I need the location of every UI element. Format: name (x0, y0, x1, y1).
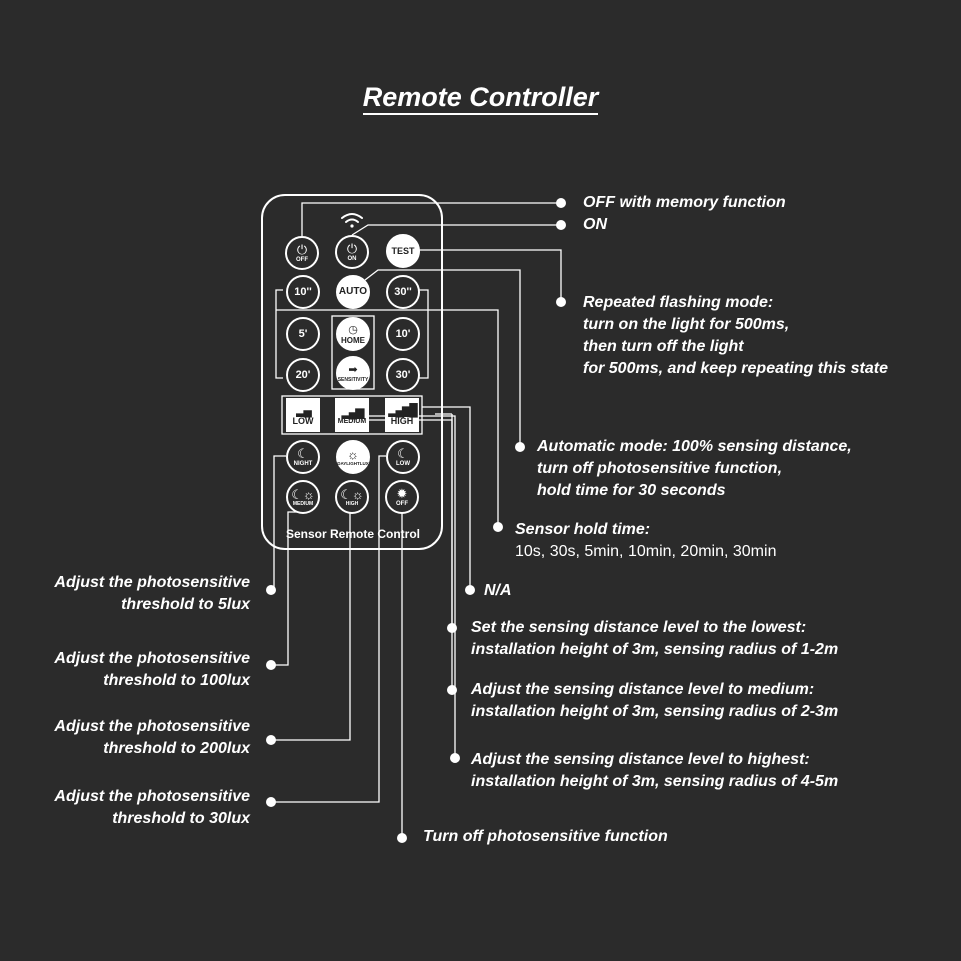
hold-10s-button[interactable]: 10'' (286, 275, 320, 309)
moon-icon: ☾ (397, 446, 409, 461)
hold-10min-button[interactable]: 10' (386, 317, 420, 351)
lux-low-button[interactable]: ☾ LOW (386, 440, 420, 474)
test-button[interactable]: TEST (386, 234, 420, 268)
annotation-medium: Adjust the sensing distance level to med… (471, 681, 839, 720)
sensitivity-button[interactable]: ➡ SENSITIVITY (336, 356, 370, 390)
high-distance-button[interactable]: ▂▄▆█ HIGH (385, 398, 419, 432)
annotation-low: Set the sensing distance level to the lo… (471, 619, 839, 658)
signal-bars-icon: ▂▄▆ (341, 404, 365, 419)
moon-icon: ☾ (297, 446, 309, 461)
arrow-right-icon: ➡ (348, 363, 358, 376)
sun-icon: ✹ (396, 486, 408, 501)
on-button[interactable]: ⏻ ON (335, 235, 369, 269)
moon-sun-icon: ☾☼ (291, 486, 315, 502)
hold-30min-button[interactable]: 30' (386, 358, 420, 392)
annotation-flashing: Repeated flashing mode: turn on the ligh… (583, 294, 888, 377)
sun-icon: ☼ (347, 446, 359, 462)
remote-body (261, 194, 443, 550)
clock-icon: ◷ (348, 323, 358, 336)
annotation-off-memory: OFF with memory function (583, 194, 786, 211)
low-distance-button[interactable]: ▂▄ LOW (286, 398, 320, 432)
annotation-auto: Automatic mode: 100% sensing distance, t… (537, 438, 852, 499)
annotation-high: Adjust the sensing distance level to hig… (471, 751, 839, 790)
wireless-signal-icon (341, 213, 363, 228)
signal-bars-icon: ▂▄ (296, 403, 312, 417)
auto-button[interactable]: AUTO (336, 275, 370, 309)
page-title: Remote Controller (0, 82, 961, 115)
hold-5min-button[interactable]: 5' (286, 317, 320, 351)
power-icon: ⏻ (346, 241, 358, 256)
night-button[interactable]: ☾ NIGHT (286, 440, 320, 474)
power-icon: ⏻ (296, 242, 308, 257)
lux-off-button[interactable]: ✹ OFF (385, 480, 419, 514)
hold-30s-button[interactable]: 30'' (386, 275, 420, 309)
daylight-button[interactable]: ☼ DAYLIGHTLUX (336, 440, 370, 474)
annotation-lux100: Adjust the photosensitive threshold to 1… (54, 650, 250, 689)
lux-medium-button[interactable]: ☾☼ MEDIUM (286, 480, 320, 514)
medium-distance-button[interactable]: ▂▄▆ MEDIUM (335, 398, 369, 432)
signal-bars-icon: ▂▄▆█ (388, 403, 418, 417)
remote-label: Sensor Remote Control (285, 527, 420, 541)
hold-20min-button[interactable]: 20' (286, 358, 320, 392)
annotation-lux200: Adjust the photosensitive threshold to 2… (54, 718, 250, 757)
annotation-lux5: Adjust the photosensitive threshold to 5… (54, 574, 250, 613)
home-button[interactable]: ◷ HOME (336, 317, 370, 351)
annotation-lux30: Adjust the photosensitive threshold to 3… (54, 788, 250, 827)
off-button[interactable]: ⏻ OFF (285, 236, 319, 270)
annotation-on: ON (583, 216, 607, 233)
moon-sun-icon: ☾☼ (340, 486, 364, 502)
annotation-photo-off: Turn off photosensitive function (423, 828, 668, 845)
annotation-hold-time: Sensor hold time: 10s, 30s, 5min, 10min,… (515, 521, 777, 560)
lux-high-button[interactable]: ☾☼ HIGH (335, 480, 369, 514)
annotation-na: N/A (484, 582, 512, 599)
